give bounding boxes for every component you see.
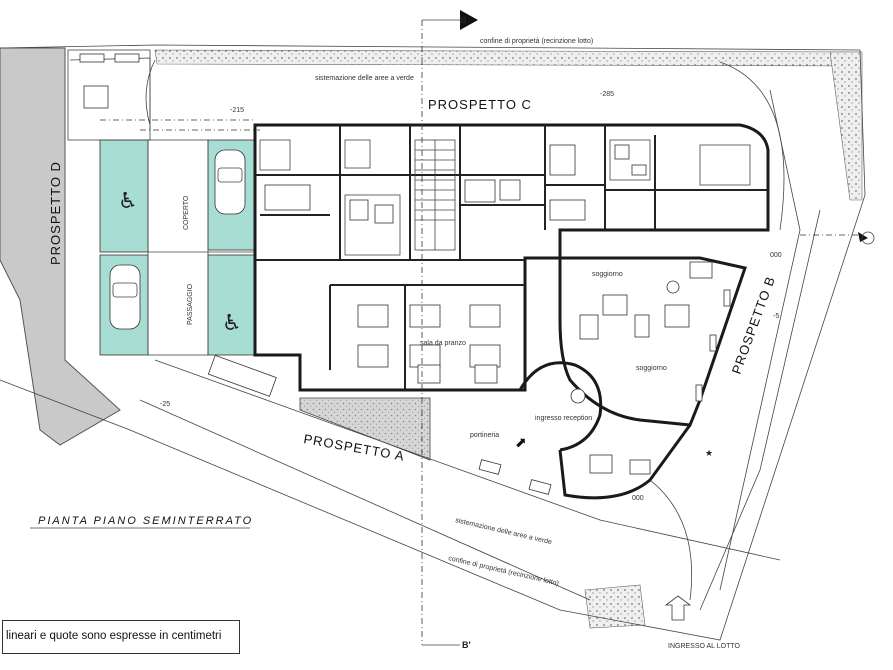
level-marker: -285	[600, 91, 614, 98]
plan-title: PIANTA PIANO SEMINTERRATO	[38, 515, 253, 527]
south-wing-outline	[558, 424, 692, 500]
annotation-green-top: sistemazione delle aree a verde	[315, 75, 414, 82]
level-marker: -25	[160, 401, 170, 408]
gravel-border-top	[154, 49, 863, 67]
level-marker: -5	[773, 313, 779, 320]
dimension-note: lineari e quote sono espresse in centime…	[2, 620, 240, 654]
accessible-parking-bay-4	[207, 254, 257, 356]
room-label-soggiorno-2: soggiorno	[636, 365, 667, 372]
reception-curve	[518, 361, 603, 452]
entrance-arrow-icon: ⬈	[515, 435, 527, 451]
accessible-parking-bay-1	[99, 139, 149, 253]
gravel-patch-bottom	[584, 584, 646, 629]
north-arrow-icon	[858, 232, 868, 242]
room-label-ingresso-reception: ingresso reception	[535, 415, 592, 422]
elevation-label-c: PROSPETTO C	[428, 97, 532, 112]
gravel-border-right	[829, 51, 863, 201]
wheelchair-icon: ♿	[222, 311, 242, 336]
level-marker: -215	[230, 107, 244, 114]
elevation-label-d: PROSPETTO D	[48, 161, 63, 265]
internal-walls	[255, 125, 768, 390]
annotation-green-bottom: sistemazione delle aree a verde	[455, 517, 553, 546]
technical-room	[67, 49, 151, 141]
room-label-passaggio: PASSAGGIO	[187, 283, 194, 325]
hatched-wall-south	[299, 397, 431, 461]
lot-entry-label: INGRESSO AL LOTTO	[668, 643, 741, 650]
annotation-boundary-bottom: confine di proprietà (recinzione lotto)	[448, 555, 560, 587]
section-mark-bottom: B'	[462, 640, 471, 650]
lot-entry-arrow-icon	[664, 595, 692, 621]
section-mark-top: B	[460, 15, 467, 25]
annotation-boundary-top: confine di proprietà (recinzione lotto)	[480, 38, 593, 45]
building-outline	[253, 123, 770, 392]
dining-tables	[357, 304, 501, 384]
property-boundary	[0, 44, 866, 641]
room-label-sala-da-pranzo: sala da pranzo	[420, 340, 466, 347]
elevator-shaft	[344, 194, 401, 256]
star-icon: ★	[705, 448, 713, 458]
level-marker: 000	[632, 495, 644, 502]
driveway-curve-top	[145, 59, 156, 126]
room-label-coperto: COPERTO	[183, 195, 190, 230]
ramp-area-left	[0, 47, 121, 446]
room-label-soggiorno-1: soggiorno	[592, 271, 623, 278]
living-room-outline	[558, 256, 747, 427]
staircase	[414, 139, 456, 251]
wheelchair-icon: ♿	[118, 189, 138, 214]
room-label-portineria: portineria	[470, 432, 499, 439]
level-marker: 000	[770, 252, 782, 259]
